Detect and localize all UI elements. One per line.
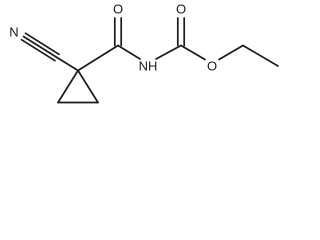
nitrile-bond-2 <box>20 38 56 62</box>
amide-oxygen-label: O <box>113 1 123 16</box>
cyclopropane-bond-right <box>77 69 99 104</box>
nitrile-nitrogen-label: N <box>9 24 18 39</box>
amide-nh-label: NH <box>139 58 158 73</box>
ester-o-to-ch2-bond <box>218 44 244 61</box>
ch2-to-ch3-bond <box>242 44 279 67</box>
chemical-structure: N O NH O O <box>9 1 279 104</box>
nh-to-carbamate-bond <box>155 44 182 60</box>
nitrile-bond-1 <box>22 35 58 59</box>
quaternary-to-carbonyl-bond <box>77 44 119 72</box>
ester-oxygen-label: O <box>207 58 217 73</box>
carbamate-oxygen-label: O <box>176 1 186 16</box>
carbonyl-to-nh-bond <box>117 44 141 60</box>
nitrile-bond-3 <box>24 32 60 56</box>
structure-canvas: N O NH O O <box>0 0 288 108</box>
cn-to-quaternary-bond <box>56 56 79 72</box>
cyclopropane-bond-left <box>57 69 79 104</box>
carbamate-to-ester-o-bond <box>180 44 206 61</box>
